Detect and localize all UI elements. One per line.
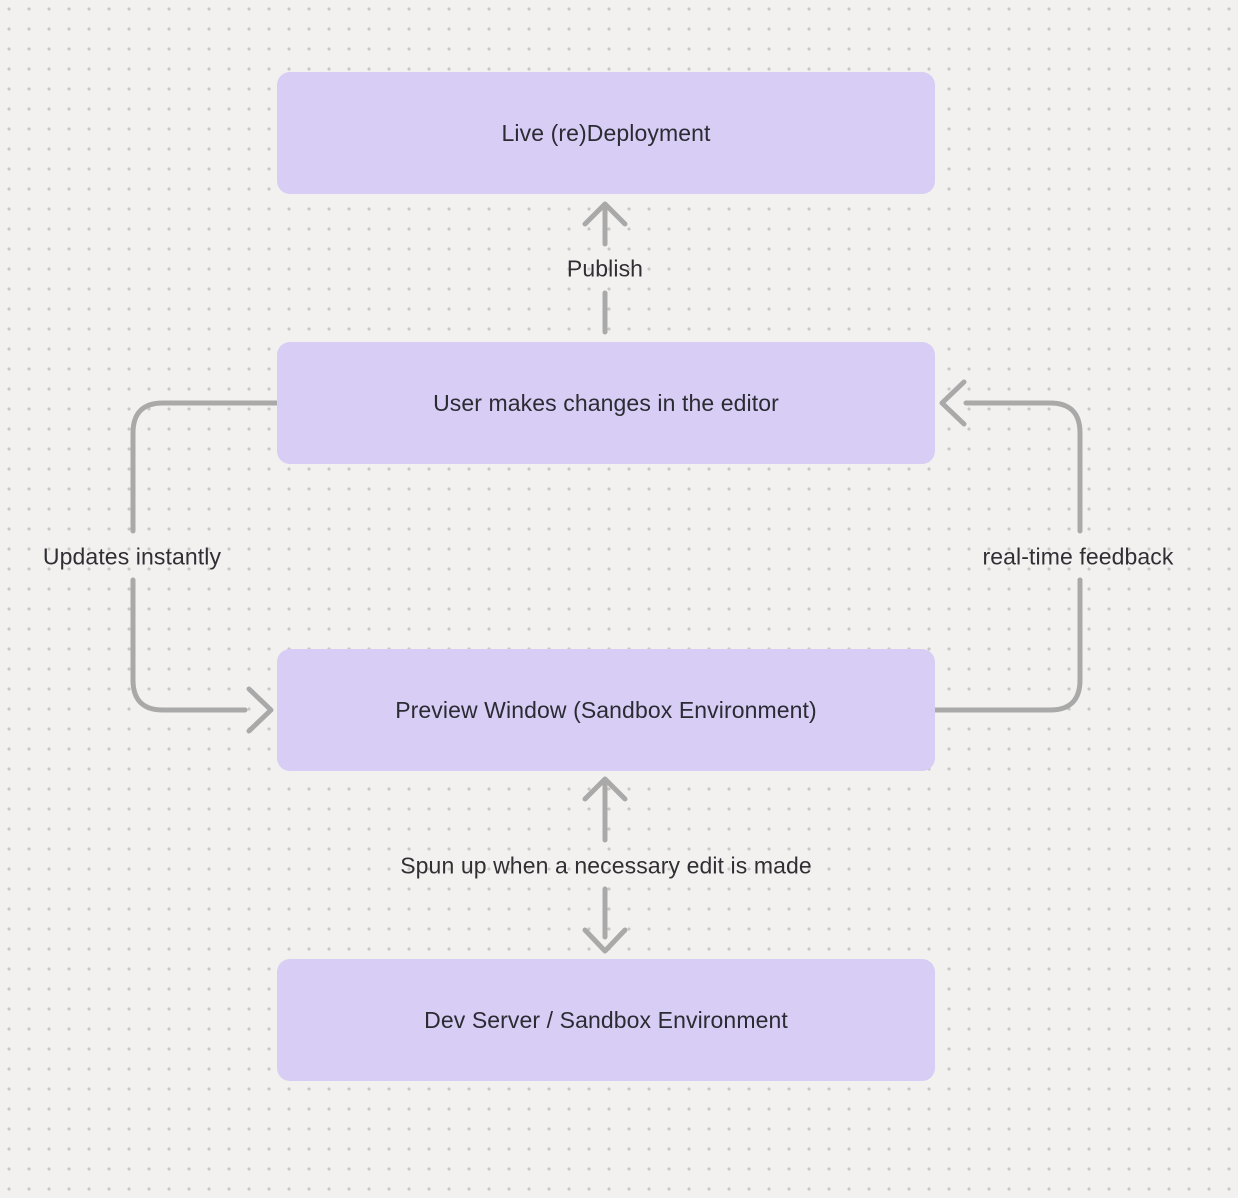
node-editor-changes: User makes changes in the editor — [277, 342, 935, 464]
edge-label-spun-up: Spun up when a necessary edit is made — [400, 852, 812, 879]
edge-label-real-time-feedback: real-time feedback — [982, 543, 1174, 570]
edge-label-updates-instantly: Updates instantly — [42, 543, 222, 570]
edge-label-publish: Publish — [566, 255, 644, 282]
node-editor-changes-label: User makes changes in the editor — [433, 389, 779, 416]
node-live-deployment: Live (re)Deployment — [277, 72, 935, 194]
node-preview-window-label: Preview Window (Sandbox Environment) — [395, 696, 817, 723]
node-dev-server-label: Dev Server / Sandbox Environment — [424, 1006, 788, 1033]
node-live-deployment-label: Live (re)Deployment — [501, 119, 711, 146]
node-dev-server: Dev Server / Sandbox Environment — [277, 959, 935, 1081]
node-preview-window: Preview Window (Sandbox Environment) — [277, 649, 935, 771]
